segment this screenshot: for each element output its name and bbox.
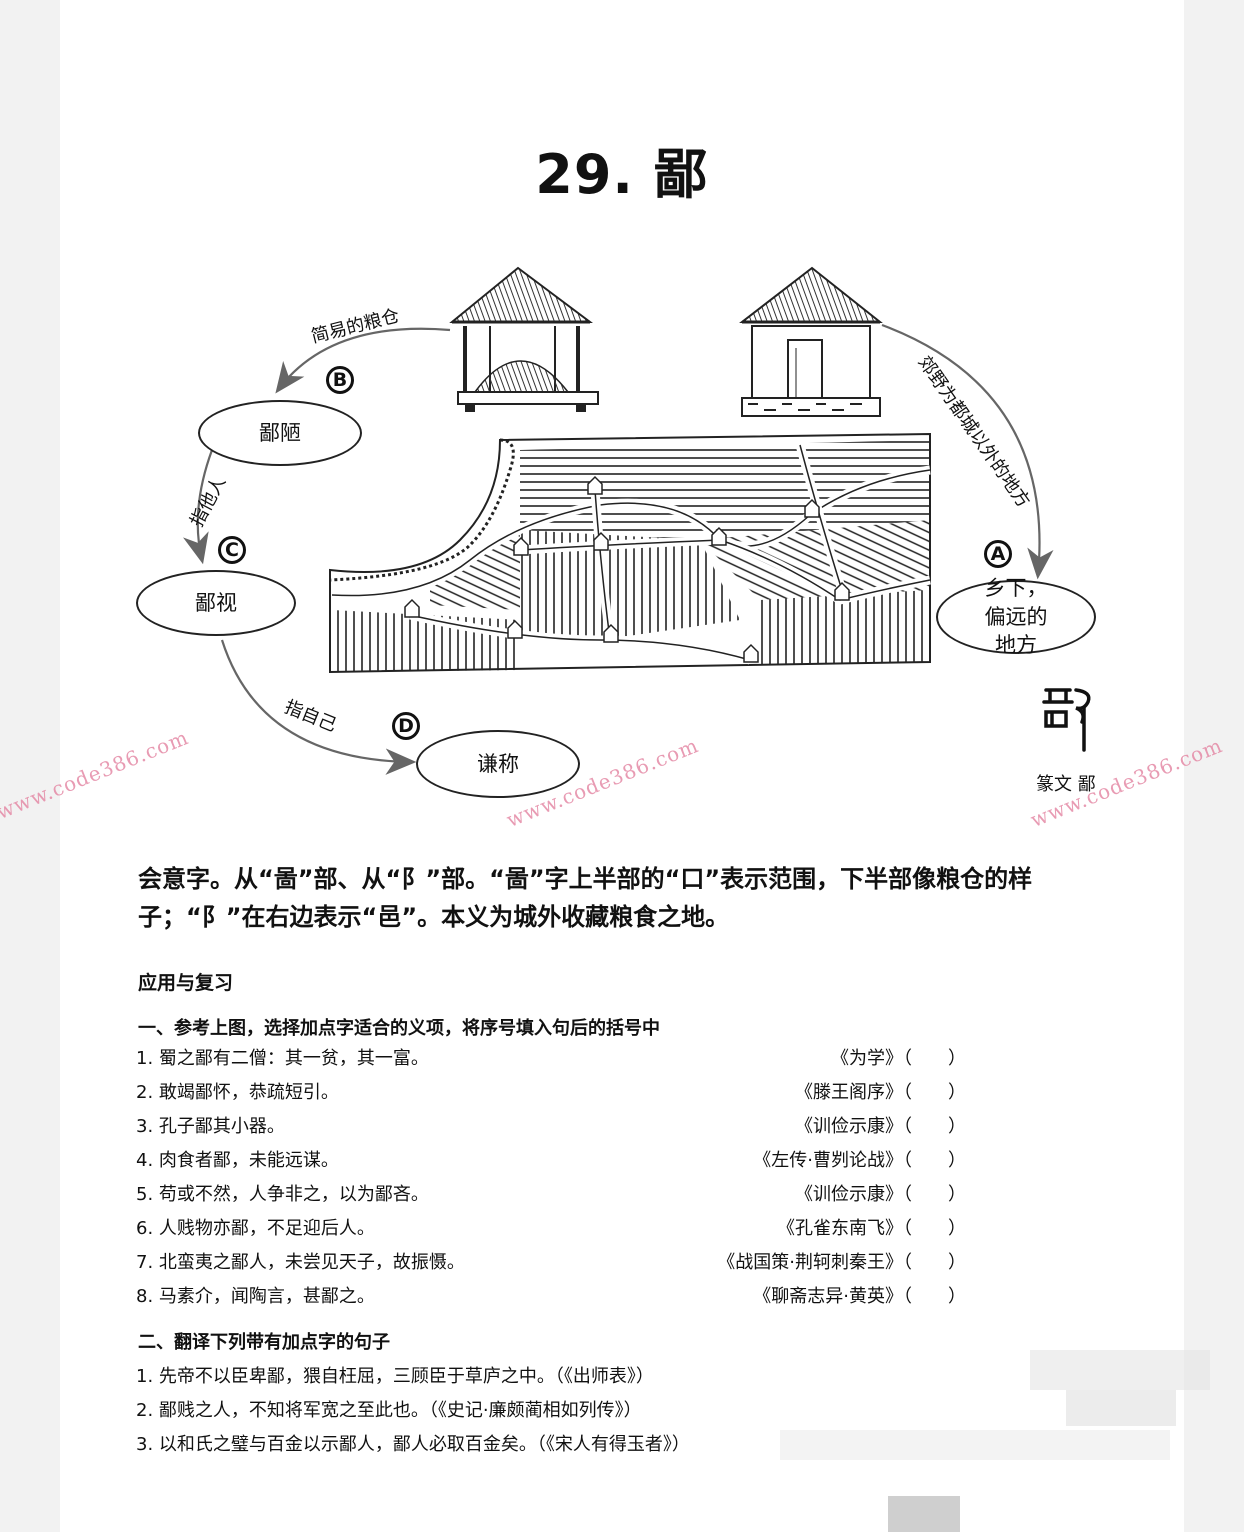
list-item: 4. 肉食者鄙，未能远谋。《左传·曹刿论战》（ ） xyxy=(136,1150,966,1171)
list-item: 5. 苟或不然，人争非之，以为鄙吝。《训俭示康》（ ） xyxy=(136,1184,966,1205)
arrow-bilou-to-bishi xyxy=(183,449,214,565)
list-item: 1. 蜀之鄙有二僧：其一贫，其一富。《为学》（ ） xyxy=(136,1048,966,1069)
list-item: 2. 鄙贱之人，不知将军宽之至此也。（《史记·廉颇蔺相如列传》） xyxy=(136,1400,642,1421)
arrow-bishi-to-qiancheng xyxy=(220,639,417,775)
list-item: 2. 敢竭鄙怀，恭疏短引。《滕王阁序》（ ） xyxy=(136,1082,966,1103)
list-item: 8. 马素介，闻陶言，甚鄙之。《聊斋志异·黄英》（ ） xyxy=(136,1286,966,1307)
blurred-patch xyxy=(1066,1390,1176,1426)
blurred-patch xyxy=(888,1496,960,1532)
list-item: 3. 以和氏之璧与百金以示鄙人，鄙人必取百金矣。（《宋人有得玉者》） xyxy=(136,1434,690,1455)
marker-a: A xyxy=(984,540,1012,568)
marker-c: C xyxy=(218,536,246,564)
part1-heading: 一、参考上图，选择加点字适合的义项，将序号填入句后的括号中 xyxy=(138,1018,660,1039)
granary-hut-drawing xyxy=(449,266,599,412)
list-item: 6. 人贱物亦鄙，不足迎后人。《孔雀东南飞》（ ） xyxy=(136,1218,966,1239)
character-description: 会意字。从“啚”部、从“阝”部。“啚”字上半部的“口”表示范围，下半部像粮仓的样… xyxy=(138,865,1033,931)
arrow-house-to-xiangxia xyxy=(881,323,1054,580)
blurred-patch xyxy=(780,1430,1170,1460)
page-sheet xyxy=(60,0,1184,1532)
farmland-drawing xyxy=(329,432,931,674)
review-heading: 应用与复习 xyxy=(138,972,234,994)
list-item: 3. 孔子鄙其小器。《训俭示康》（ ） xyxy=(136,1116,966,1137)
list-item: 7. 北蛮夷之鄙人，未尝见天子，故振慑。《战国策·荆轲刺秦王》（ ） xyxy=(136,1252,966,1273)
seal-script-glyph xyxy=(1042,688,1091,752)
node-xiangxia: 乡下，偏远的地方 xyxy=(936,576,1096,657)
village-house-drawing xyxy=(739,266,883,417)
node-bishi: 鄙视 xyxy=(136,570,296,636)
marker-d: D xyxy=(392,712,420,740)
list-item: 1. 先帝不以臣卑鄙，猥自枉屈，三顾臣于草庐之中。（《出师表》） xyxy=(136,1366,654,1387)
part2-heading: 二、翻译下列带有加点字的句子 xyxy=(138,1332,390,1353)
blurred-patch xyxy=(1030,1350,1210,1390)
page-title: 29. 鄙 xyxy=(535,143,709,206)
marker-b: B xyxy=(326,366,354,394)
seal-caption: 篆文 鄙 xyxy=(1036,774,1096,795)
diagram-illustration xyxy=(183,266,1091,775)
node-qiancheng: 谦称 xyxy=(416,730,580,798)
node-bilou: 鄙陋 xyxy=(198,400,362,466)
arrow-granary-to-bilou xyxy=(275,327,451,394)
